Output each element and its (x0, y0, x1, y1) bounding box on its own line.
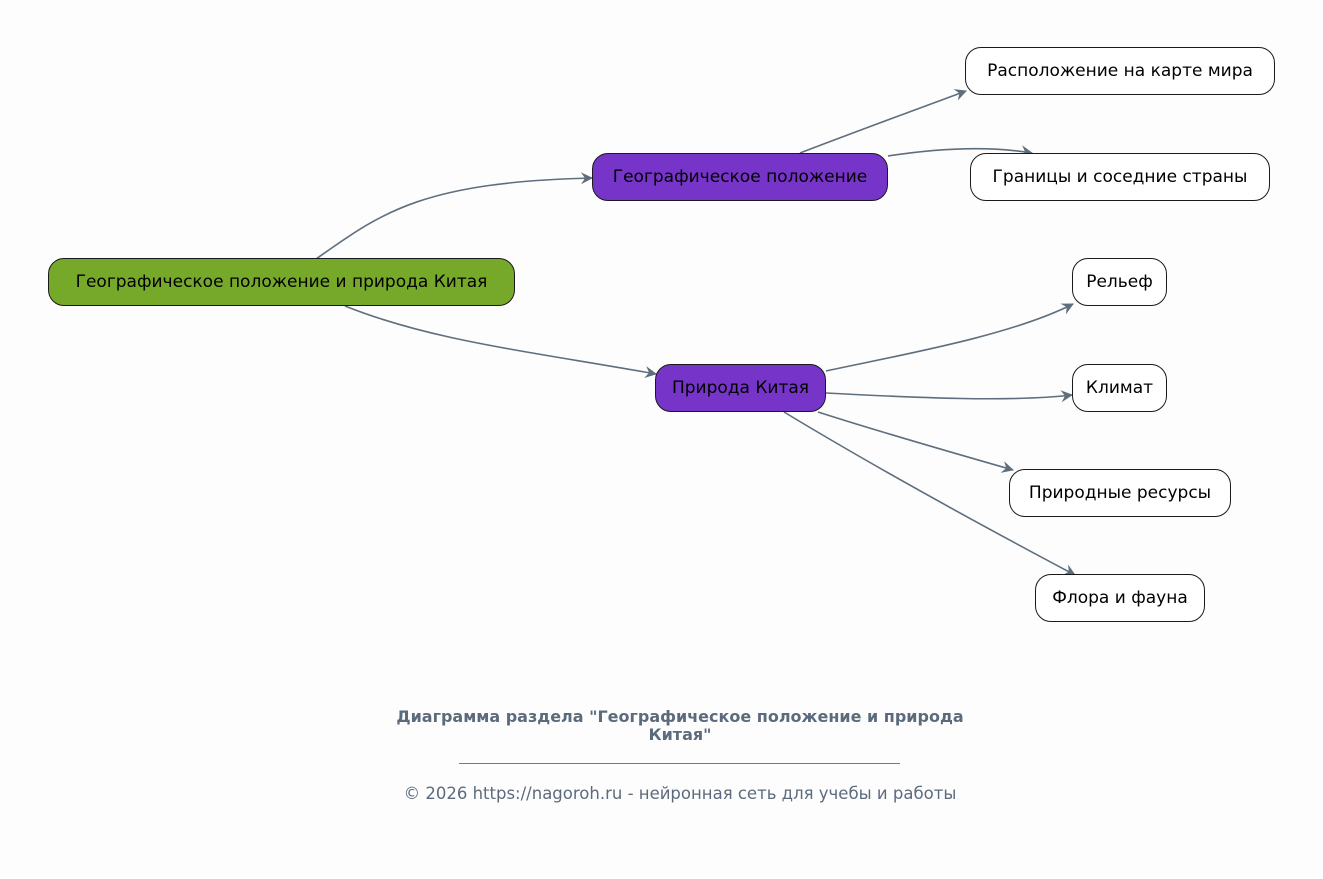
edge-nature-climate (825, 390, 1073, 403)
edge-nature-relief (825, 303, 1074, 372)
node-geographic-position-label: Географическое положение (612, 167, 868, 187)
node-nature-of-china[interactable]: Природа Китая (655, 364, 826, 412)
node-climate[interactable]: Климат (1072, 364, 1167, 412)
caption-divider (459, 763, 900, 764)
node-borders-neighbors-label: Границы и соседние страны (992, 167, 1248, 187)
edge-root-nature (344, 305, 657, 378)
node-natural-resources[interactable]: Природные ресурсы (1009, 469, 1231, 517)
node-relief[interactable]: Рельеф (1072, 258, 1167, 306)
node-relief-label: Рельеф (1086, 272, 1153, 292)
node-natural-resources-label: Природные ресурсы (1028, 483, 1212, 503)
edge-nature-flora (783, 411, 1076, 576)
node-climate-label: Климат (1085, 378, 1154, 398)
node-nature-of-china-label: Природа Китая (671, 378, 810, 398)
edge-geo-map (799, 89, 967, 154)
node-root-label: Географическое положение и природа Китая (75, 272, 488, 292)
copyright-footer: © 2026 https://nagoroh.ru - нейронная се… (403, 784, 957, 803)
diagram-caption: Диаграмма раздела "Географическое положе… (396, 707, 964, 744)
node-world-map-location-label: Расположение на карте мира (987, 61, 1253, 81)
edge-geo-borders (887, 145, 1033, 158)
node-borders-neighbors[interactable]: Границы и соседние страны (970, 153, 1270, 201)
node-flora-fauna[interactable]: Флора и фауна (1035, 574, 1205, 622)
edge-root-geo (315, 172, 593, 260)
edge-nature-resources (817, 411, 1014, 473)
node-root[interactable]: Географическое положение и природа Китая (48, 258, 515, 306)
node-geographic-position[interactable]: Географическое положение (592, 153, 888, 201)
node-world-map-location[interactable]: Расположение на карте мира (965, 47, 1275, 95)
node-flora-fauna-label: Флора и фауна (1052, 588, 1188, 608)
